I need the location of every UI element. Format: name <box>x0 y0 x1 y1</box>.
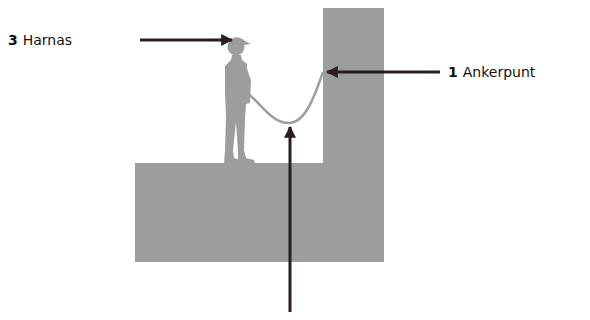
leader-arrow <box>289 127 292 312</box>
ledge-and-wall <box>135 8 384 262</box>
building-section <box>135 8 384 262</box>
callout-number: 1 <box>448 63 458 81</box>
callout-number: 3 <box>8 31 18 49</box>
part-label: Ankerpunt <box>463 63 536 81</box>
leader-arrow <box>327 71 440 74</box>
body <box>224 55 255 164</box>
leader-arrow <box>140 39 232 42</box>
arm <box>245 66 251 104</box>
part-label: Harnas <box>23 31 72 49</box>
worker-silhouette <box>224 37 255 164</box>
lanyard <box>246 72 323 123</box>
